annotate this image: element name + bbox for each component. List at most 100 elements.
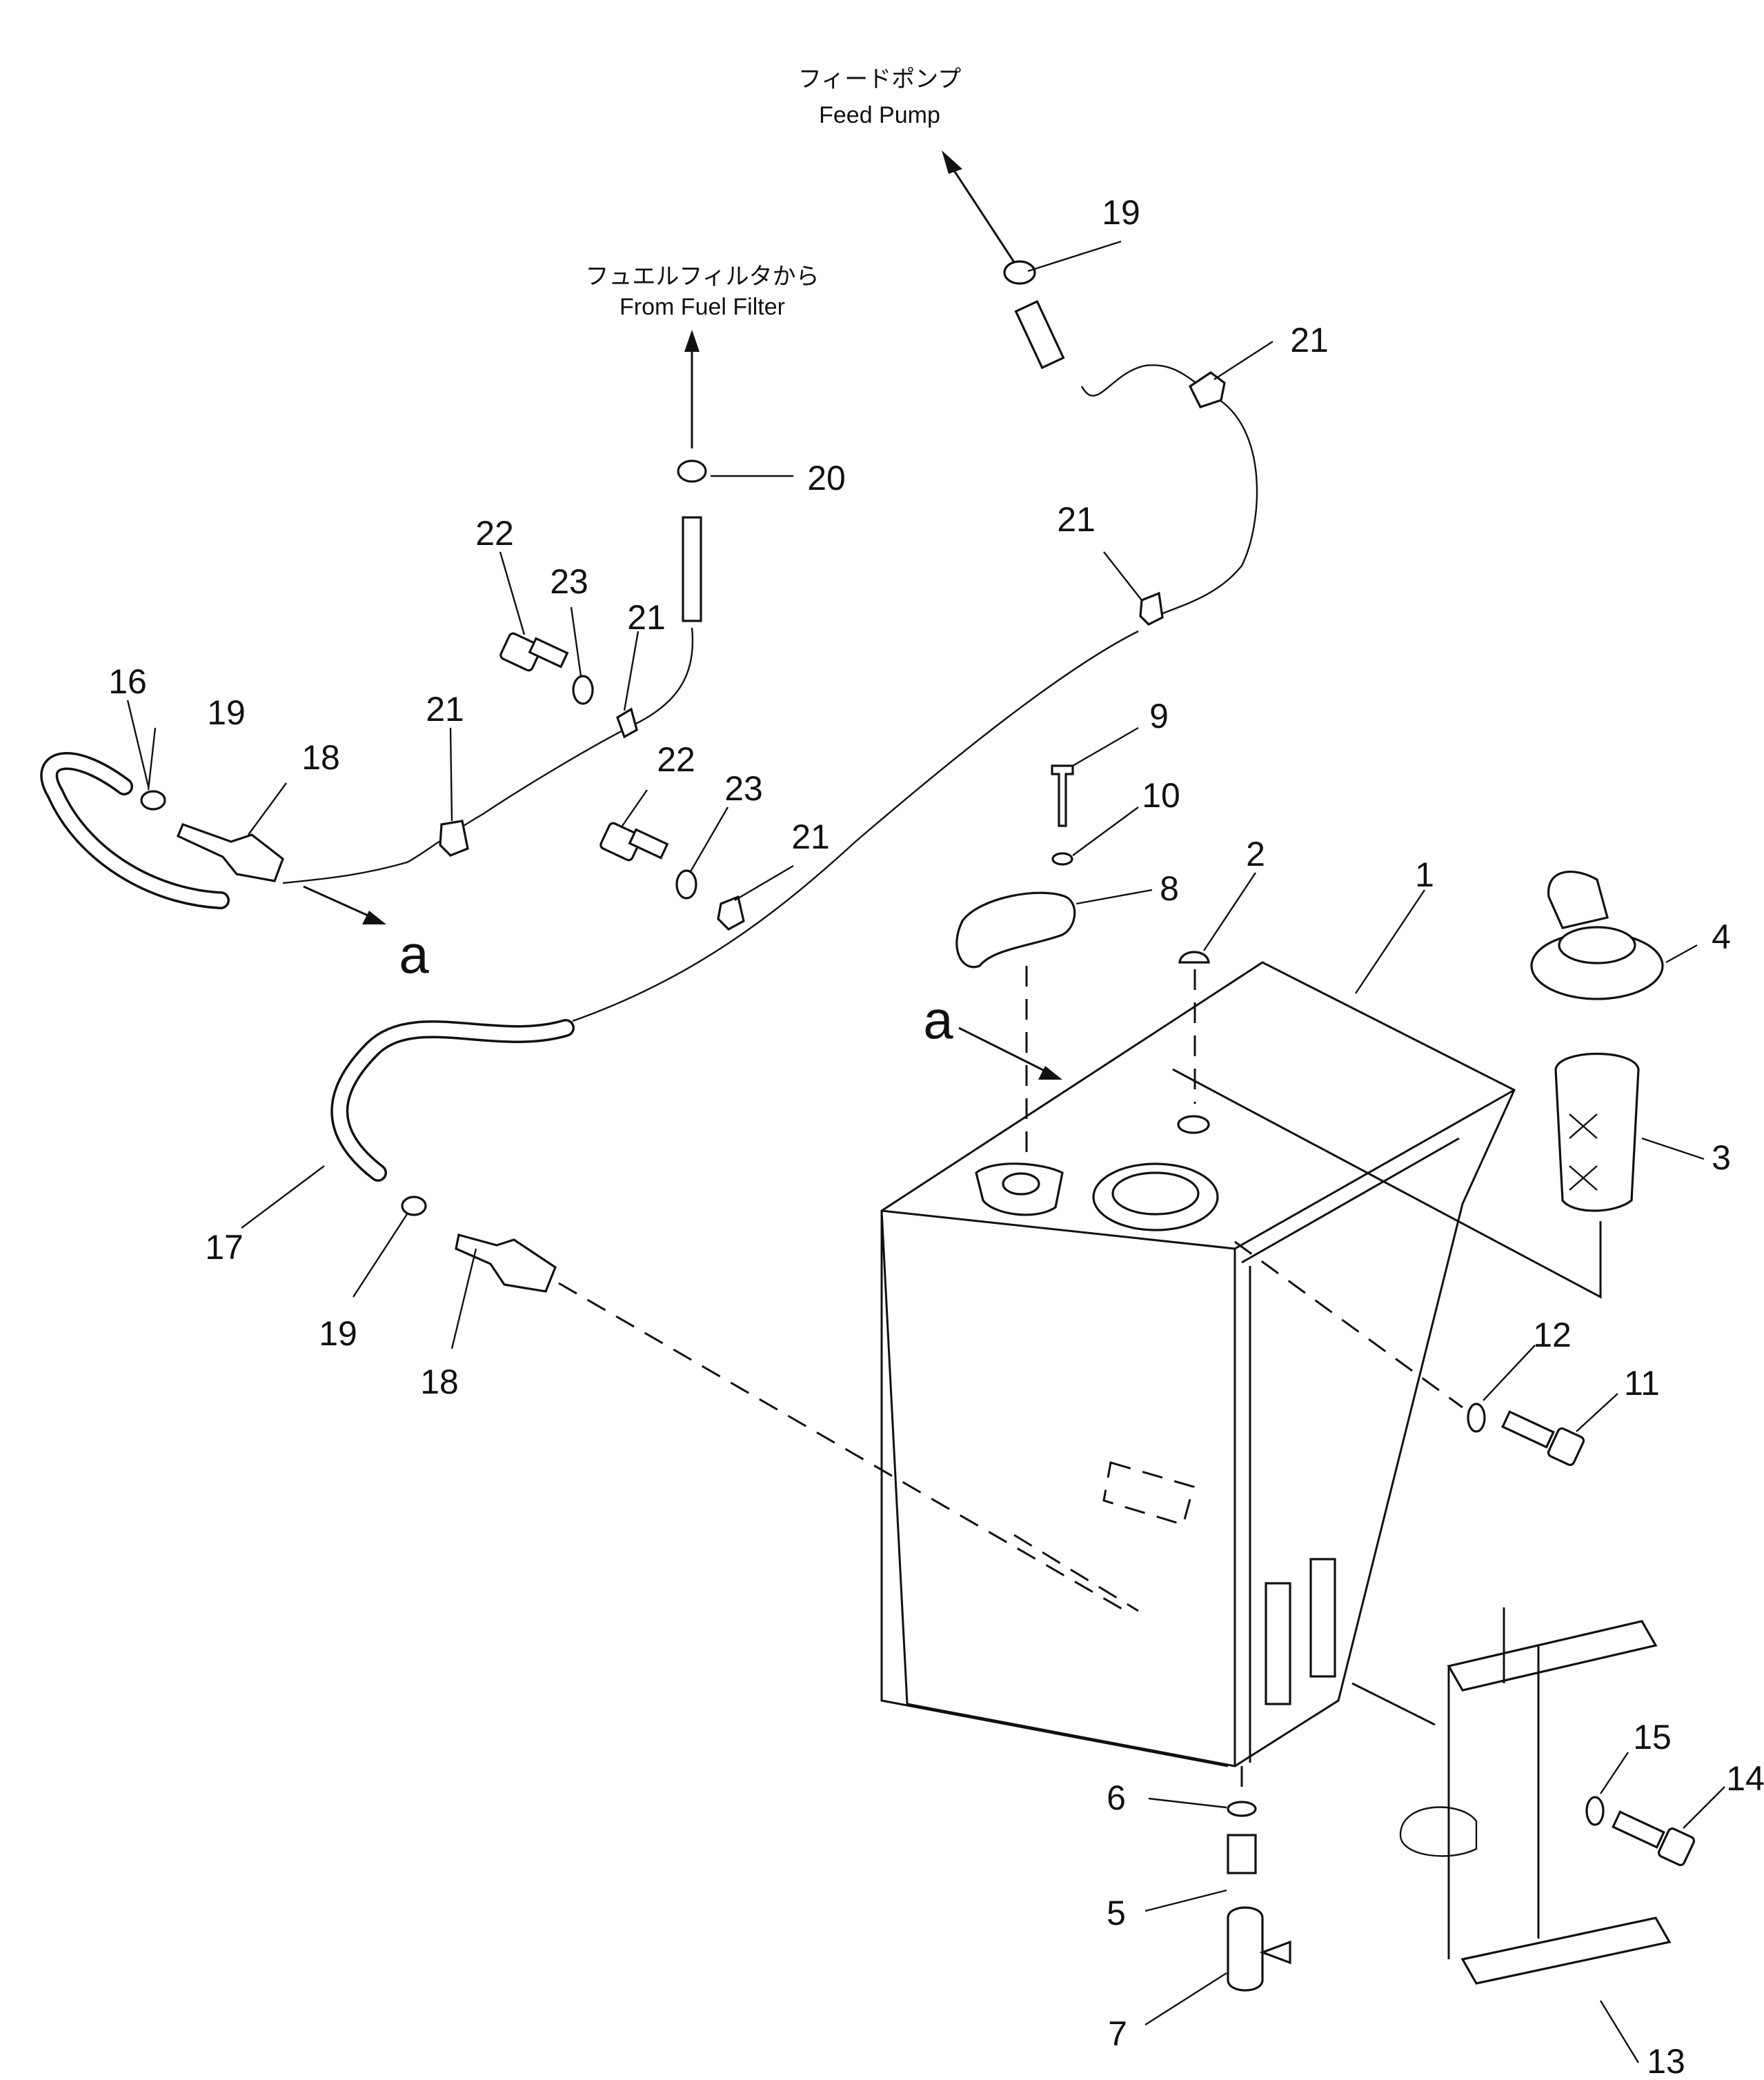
drain-pipe-dashed bbox=[1013, 1534, 1139, 1612]
strainer-leader bbox=[1172, 1068, 1602, 1299]
hose-clamp-19-lower bbox=[401, 1196, 427, 1216]
bolt-14-shank bbox=[1612, 1810, 1665, 1849]
callout-numbers: 1 2 3 4 5 6 7 8 9 10 11 12 13 14 15 16 1… bbox=[108, 193, 1764, 2080]
callout-12: 12 bbox=[1533, 1316, 1572, 1354]
from-fuel-filter-jp-label: フュエルフィルタから bbox=[585, 264, 819, 290]
tank-outline bbox=[880, 961, 1516, 1767]
callout-20: 20 bbox=[807, 459, 846, 497]
callout-23-upper: 23 bbox=[550, 562, 588, 601]
plug-2 bbox=[1178, 951, 1210, 964]
feed-pump-arrow-line bbox=[947, 161, 1015, 263]
callout-6: 6 bbox=[1107, 1779, 1126, 1817]
callout-16: 16 bbox=[108, 662, 147, 701]
callout-19-lower: 19 bbox=[319, 1314, 357, 1353]
callout-11: 11 bbox=[1624, 1364, 1660, 1403]
callout-7: 7 bbox=[1108, 2014, 1127, 2053]
feed-pump-line bbox=[1003, 260, 1258, 626]
callout-1: 1 bbox=[1415, 855, 1434, 894]
fitting-18-lower bbox=[455, 1234, 557, 1293]
view-a-tank-label: a bbox=[923, 989, 953, 1050]
bolt-22-upper-shank bbox=[528, 637, 569, 668]
callout-21-b: 21 bbox=[426, 690, 464, 729]
callout-4: 4 bbox=[1712, 918, 1731, 956]
bolt-14-head bbox=[1657, 1827, 1696, 1867]
callout-19-top: 19 bbox=[1102, 193, 1140, 232]
pipe-return bbox=[282, 627, 694, 884]
callout-9: 9 bbox=[1149, 697, 1169, 735]
hose-clamp-19-left bbox=[140, 790, 166, 811]
step-13-upper bbox=[1447, 1620, 1658, 1692]
fitting-18-upper bbox=[176, 822, 284, 882]
step-frame bbox=[1447, 1607, 1540, 1959]
bolt-11-shank bbox=[1501, 1410, 1555, 1449]
tank-front-face bbox=[880, 1211, 1229, 1767]
washer-15 bbox=[1585, 1796, 1605, 1826]
view-a-arrowhead-icon bbox=[362, 911, 386, 924]
callout-21-a: 21 bbox=[627, 598, 666, 637]
hose-stub-20 bbox=[682, 516, 702, 622]
callout-21-upper: 21 bbox=[1290, 321, 1329, 359]
callout-21-mid: 21 bbox=[1057, 500, 1096, 539]
hose-assembly-upper-left: a bbox=[40, 752, 429, 984]
clip-21-upper bbox=[1188, 371, 1226, 408]
hose-clamp-20 bbox=[677, 459, 707, 483]
hose-assembly-lower-left bbox=[330, 1019, 1132, 1616]
callout-18-lower: 18 bbox=[420, 1363, 459, 1401]
view-a-tank-leader bbox=[958, 1027, 1049, 1074]
filler-cap-assembly bbox=[1172, 870, 1664, 1299]
clip-21-c bbox=[717, 895, 745, 931]
washer-23-upper bbox=[572, 675, 594, 705]
callout-15: 15 bbox=[1633, 1718, 1672, 1756]
hose-stub-top bbox=[1014, 299, 1065, 370]
callout-2: 2 bbox=[1246, 835, 1265, 873]
pipe-feed-upper bbox=[1080, 364, 1258, 622]
clip-21-a bbox=[616, 707, 638, 739]
callout-8: 8 bbox=[1160, 869, 1179, 908]
tank-strap-a bbox=[1265, 1582, 1291, 1705]
washer-10 bbox=[1051, 852, 1073, 866]
feed-pump-arrowhead-icon bbox=[942, 150, 962, 174]
o-ring-6 bbox=[1227, 1801, 1257, 1817]
callout-19-left: 19 bbox=[207, 693, 246, 732]
nipple-5 bbox=[1227, 1834, 1257, 1874]
bolt-11-assembly bbox=[1234, 1240, 1585, 1467]
callout-14: 14 bbox=[1726, 1759, 1764, 1798]
bolt-22-lower-shank bbox=[628, 828, 669, 860]
from-fuel-filter-en-label: From Fuel Filter bbox=[620, 294, 785, 320]
washer-12 bbox=[1467, 1403, 1486, 1433]
view-a-leader bbox=[303, 885, 373, 919]
plug-seat bbox=[1177, 1115, 1210, 1134]
from-fuel-filter-annotation: フュエルフィルタから From Fuel Filter bbox=[585, 264, 820, 448]
drain-valve-assembly bbox=[1227, 1766, 1291, 1992]
fuel-filter-line bbox=[282, 459, 707, 884]
callout-21-c: 21 bbox=[791, 818, 830, 856]
tank-strap-b bbox=[1309, 1558, 1336, 1678]
leader-lines bbox=[126, 240, 1725, 2063]
callout-18-upper: 18 bbox=[301, 738, 340, 777]
inner-bracket-dashed bbox=[1102, 1461, 1195, 1526]
tank-top-edge bbox=[1234, 1089, 1515, 1250]
clip-21-b bbox=[439, 820, 469, 857]
clip-21-mid bbox=[1139, 591, 1164, 626]
bolt-22-upper-head bbox=[499, 632, 542, 672]
fitting-to-tank-dashed bbox=[558, 1282, 1132, 1616]
step-assembly bbox=[1351, 1607, 1696, 1985]
step-13-lower bbox=[1460, 1916, 1672, 1985]
drain-valve-7 bbox=[1227, 1906, 1264, 1992]
feed-pump-en-label: Feed Pump bbox=[819, 102, 940, 128]
step-strap bbox=[1399, 1806, 1478, 1857]
callout-23-lower: 23 bbox=[724, 769, 763, 808]
screw-9 bbox=[1051, 764, 1074, 827]
pipe-supply bbox=[572, 630, 1139, 1022]
callout-10: 10 bbox=[1142, 776, 1180, 815]
bolt-washer-upper bbox=[499, 632, 594, 705]
callout-17: 17 bbox=[205, 1228, 244, 1267]
strainer-3 bbox=[1554, 1052, 1640, 1212]
fuel-filter-arrowhead-icon bbox=[684, 330, 700, 352]
callout-3: 3 bbox=[1712, 1138, 1731, 1177]
callout-22-upper: 22 bbox=[475, 514, 514, 553]
tank-top-inner-edge bbox=[1241, 1137, 1460, 1264]
feed-pump-annotation: フィードポンプ Feed Pump bbox=[798, 66, 1015, 263]
tank-front-edge bbox=[881, 1209, 1236, 1766]
view-a-arrow-label: a bbox=[399, 924, 429, 984]
